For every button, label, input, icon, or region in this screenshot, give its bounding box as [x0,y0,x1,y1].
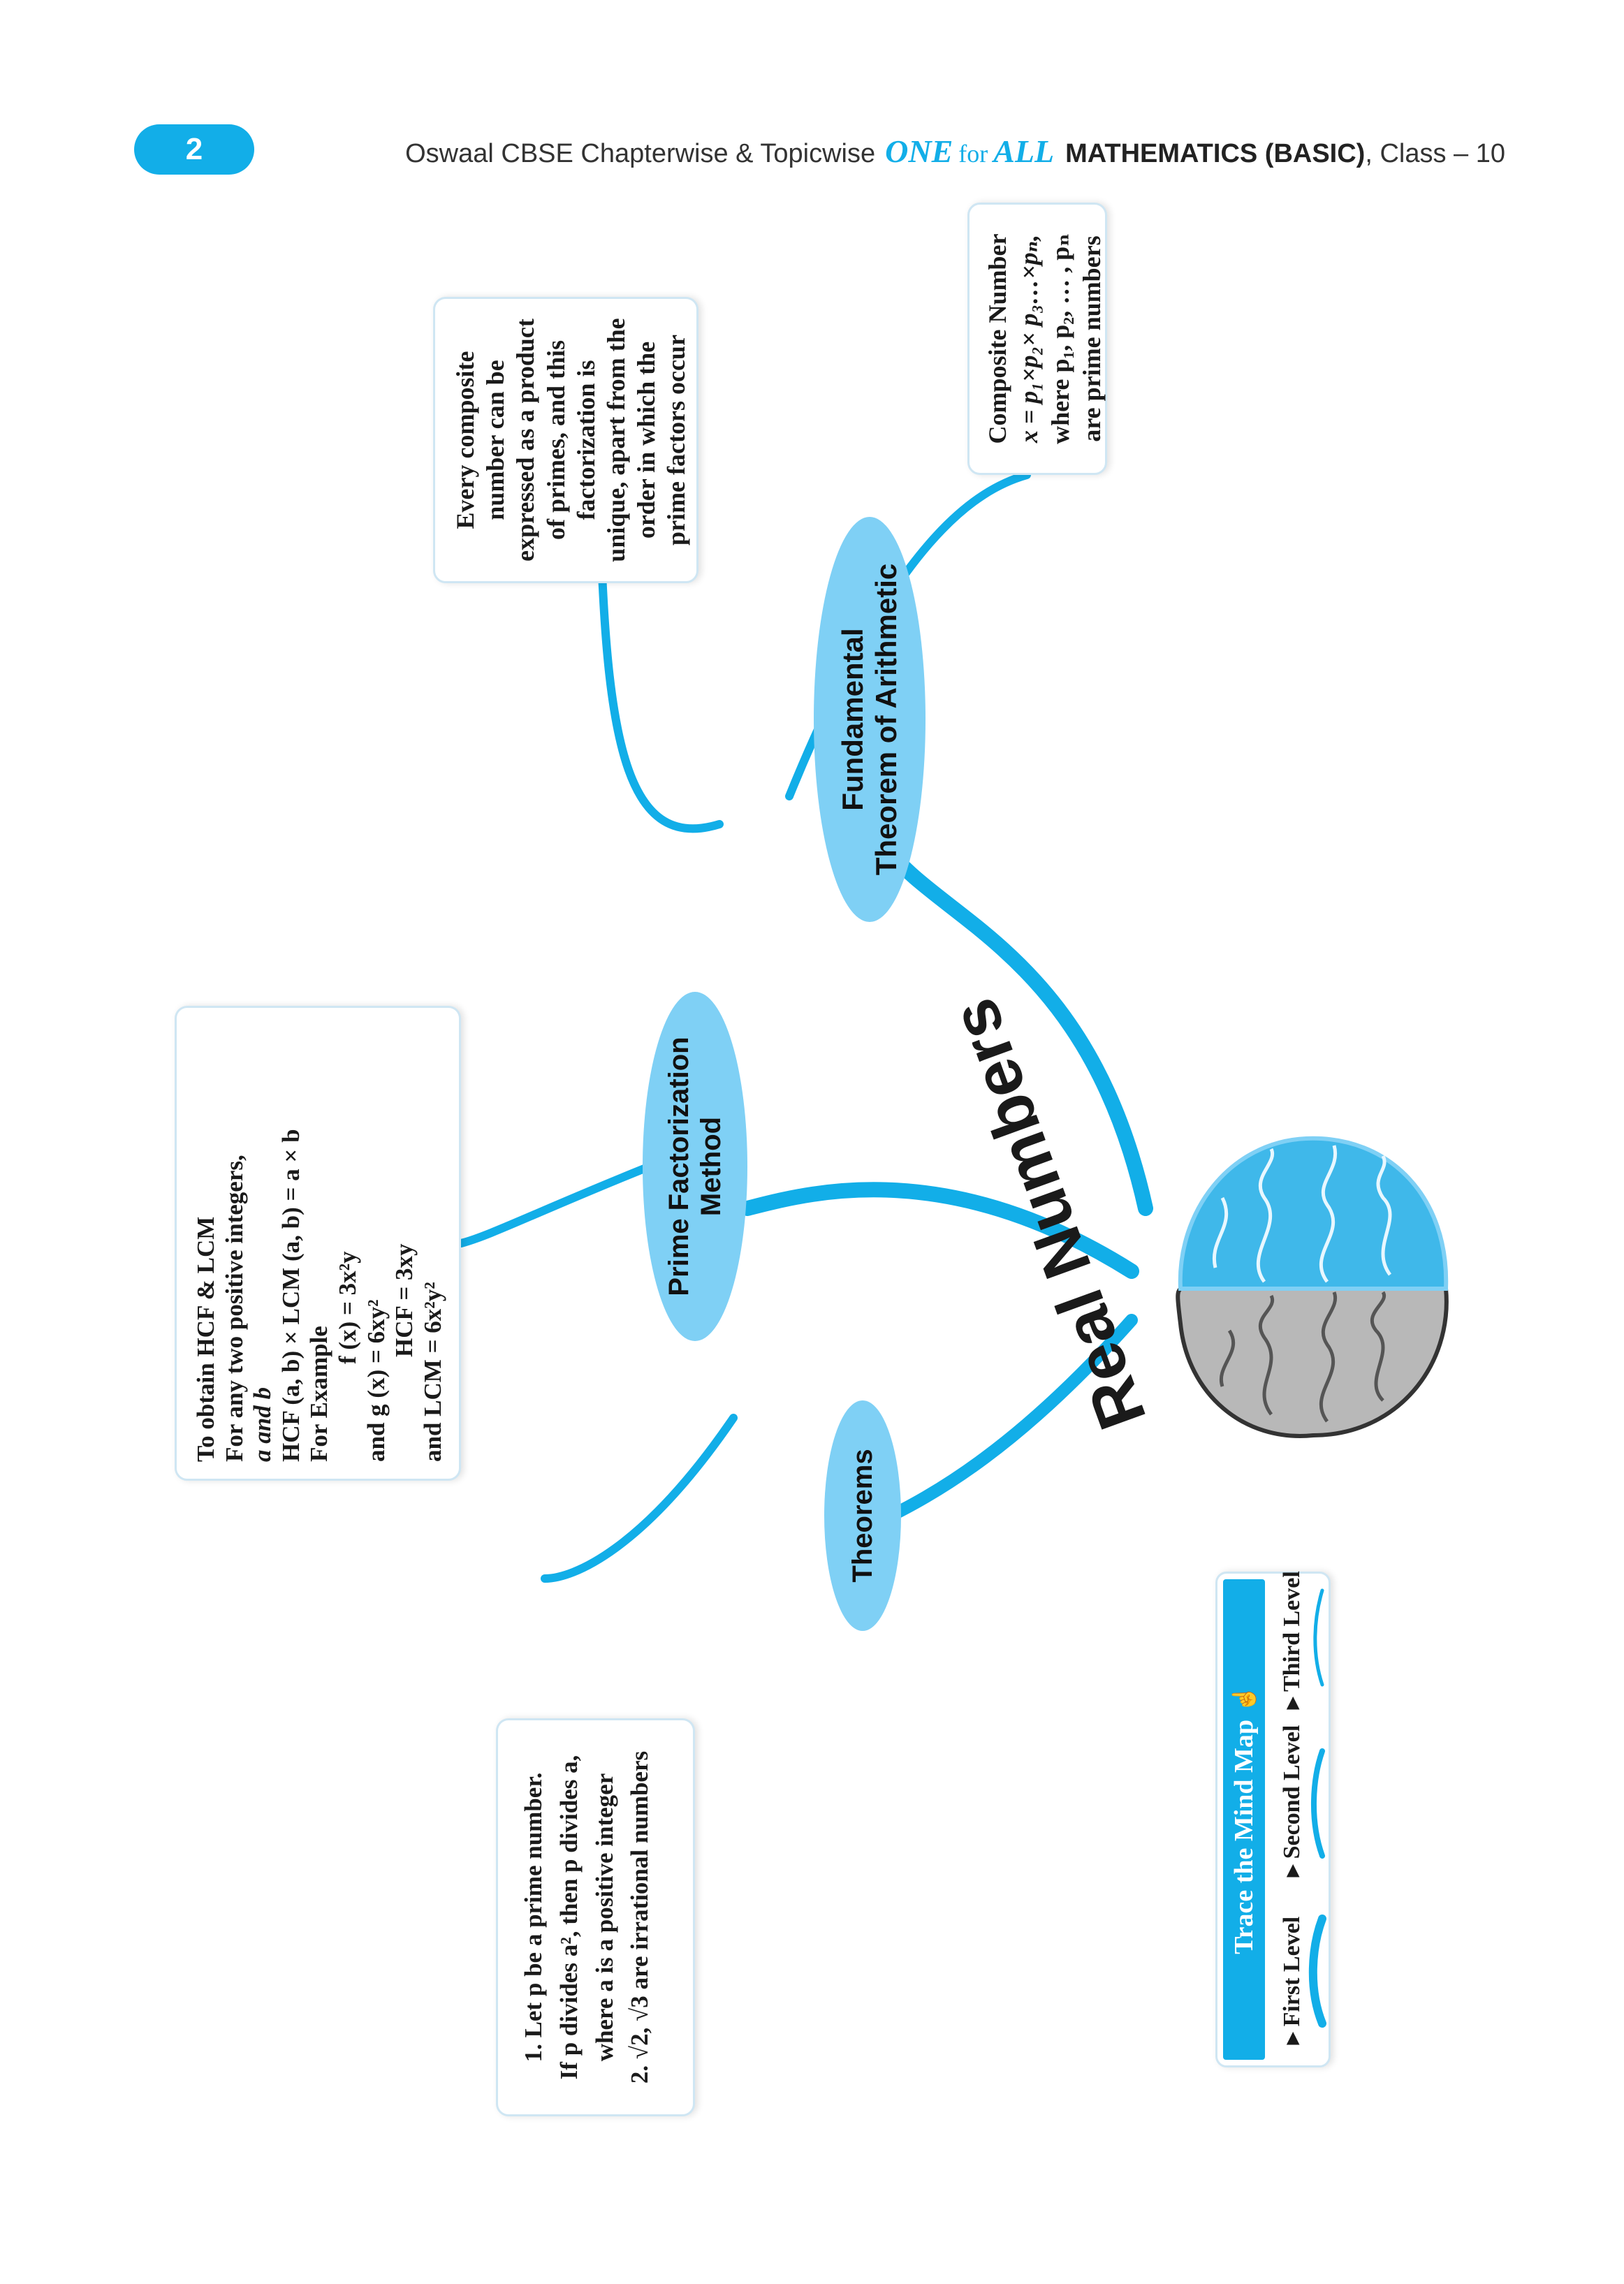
theorem-line: where a is a positive integer [590,1773,618,2062]
composite-line: are prime numbers [1078,235,1106,442]
brand-for: for [958,140,988,168]
brand-all: ALL [993,133,1055,169]
link-center-to-fta [879,841,1153,1216]
fta-line: unique, apart from the [601,318,630,562]
composite-line: where p₁, p₂, … , pₙ [1046,233,1074,444]
running-header: Oswaal CBSE Chapterwise & Topicwise ONE … [405,133,1505,175]
link-prime-to-hcf [457,1162,654,1247]
node-prime-factorization: Prime Factorization Method [643,992,747,1341]
card-composite-number: Composite Number x = p₁×p₂× p₃…×pₙ, wher… [967,203,1107,475]
node-prime-line2: Method [696,1116,726,1217]
fta-line: number can be [481,360,510,520]
fta-line: prime factors occur [662,335,691,546]
hcf-line: For Example [305,1326,333,1462]
fta-line: factorization is [571,360,600,520]
card-fta-statement: Every composite number can be expressed … [433,297,698,583]
node-theorems: Theorems [824,1400,901,1631]
brain-illustration [1176,1136,1449,1438]
hcf-line: and LCM = 6x²y² [418,1282,446,1462]
hcf-line: HCF (a, b) × LCM (a, b) = a × b [277,1129,305,1462]
fta-line: order in which the [632,341,661,539]
theorem-line: If p divides a², then p divides a, [555,1755,583,2080]
page-number: 2 [185,132,203,166]
hcf-line: a and b [249,1387,277,1462]
composite-line: x = p₁×p₂× p₃…×pₙ, [1015,234,1043,444]
link-center-to-theorems [870,1314,1138,1529]
subject-title: MATHEMATICS (BASIC) [1065,139,1366,168]
hcf-line: HCF = 3xy [390,1243,418,1357]
class-text: , Class – 10 [1365,139,1505,168]
link-fta-to-statement [597,534,724,833]
hcf-line: To obtain HCF & LCM [192,1216,219,1462]
composite-line: Composite Number [983,233,1011,444]
legend-level-strokes [1308,1588,1326,2028]
card-hcf-lcm: To obtain HCF & LCM For any two positive… [175,1006,461,1481]
fta-line: of primes, and this [541,339,570,541]
fta-line: Every composite [451,351,479,529]
node-prime-line1: Prime Factorization [664,1037,694,1296]
node-fundamental-theorem: Fundamental Theorem of Arithmetic [814,517,926,922]
legend-box: Trace the Mind Map ☝ ▸ First Level ▸ Sec… [1215,1571,1331,2067]
fta-line: expressed as a product [511,319,540,562]
hcf-line: For any two positive integers, [220,1155,248,1462]
hcf-line: f (x) = 3x²y [333,1251,361,1364]
brand-one: ONE [885,133,953,169]
card-theorems: 1. Let p be a prime number. If p divides… [496,1718,695,2116]
hcf-line: and g (x) = 6xy² [362,1299,390,1462]
node-fundamental-line1: Fundamental [835,628,869,811]
link-center-to-prime [740,1182,1139,1279]
publisher-text: Oswaal CBSE Chapterwise & Topicwise [405,139,876,168]
node-theorems-label: Theorems [847,1449,878,1583]
node-fundamental-line2: Theorem of Arithmetic [870,563,902,876]
theorem-line: 1. Let p be a prime number. [520,1772,547,2063]
link-theorems-to-card [541,1414,738,1583]
theorem-line: 2. √2, √3 are irrational numbers [626,1750,654,2084]
page-number-badge: 2 [134,124,254,175]
